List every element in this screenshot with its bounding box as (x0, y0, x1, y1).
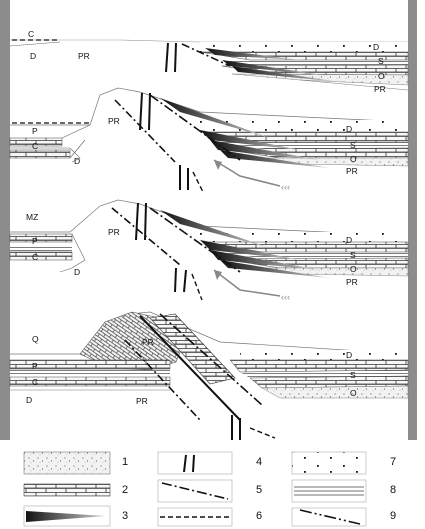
p4-label-pr-wedge: PR (142, 337, 154, 347)
p3-label-s: S (350, 250, 356, 260)
legend-number-1: 1 (122, 456, 129, 468)
legend-number-7: 7 (390, 456, 397, 468)
p4-label-d-right: D (346, 350, 353, 360)
p2-label-pr-right: PR (346, 166, 358, 176)
legend (23, 451, 367, 527)
p2-label-d-left: D (74, 156, 81, 166)
p1-label-pr: PR (78, 51, 90, 61)
p4-label-c: C (32, 377, 39, 387)
p2-label-pr: PR (108, 116, 120, 126)
legend-number-4: 4 (256, 456, 263, 468)
p2-label-s: S (350, 140, 356, 150)
p2-label-p: P (32, 126, 38, 136)
p1-label-c: C (28, 29, 35, 39)
svg-text:‹‹‹: ‹‹‹ (281, 182, 290, 192)
panel-3: ‹‹‹ (9, 199, 409, 302)
legend-symbol-7 (291, 451, 367, 475)
p3-label-p: P (32, 236, 38, 246)
right-border-bar (408, 0, 417, 440)
legend-symbol-2 (23, 483, 111, 497)
p1-label-pr-right: PR (374, 84, 386, 94)
p4-label-pr-bottom: PR (136, 396, 148, 406)
p3-label-d-right: D (346, 235, 353, 245)
legend-number-3: 3 (122, 510, 129, 522)
left-border-bar (0, 0, 10, 440)
svg-text:‹‹‹: ‹‹‹ (281, 292, 290, 302)
p4-label-s: S (350, 370, 356, 380)
p2-label-o: O (350, 154, 357, 164)
p1-label-o: O (378, 71, 385, 81)
legend-symbol-8 (294, 486, 364, 496)
p4-label-d-left: D (26, 395, 33, 405)
panel-1 (9, 39, 409, 91)
legend-number-8: 8 (390, 484, 397, 496)
p3-label-c: C (32, 252, 39, 262)
p1-label-d-left: D (30, 51, 37, 61)
legend-number-6: 6 (256, 510, 263, 522)
legend-symbol-9 (299, 509, 361, 525)
legend-number-9: 9 (390, 510, 397, 522)
legend-symbol-5 (161, 482, 229, 500)
p4-label-q: Q (32, 334, 39, 344)
panel-2: ‹‹‹ (9, 87, 409, 193)
p1-label-d-right: D (373, 42, 380, 52)
legend-number-2: 2 (122, 484, 129, 496)
p2-label-d-right: D (346, 124, 353, 134)
legend-symbol-4 (183, 454, 195, 473)
p3-label-mz: MZ (26, 212, 39, 222)
panel-4 (9, 311, 409, 440)
legend-number-5: 5 (256, 484, 263, 496)
legend-symbol-3 (26, 511, 106, 522)
p1-label-s: S (378, 56, 384, 66)
p3-label-d-left: D (74, 267, 81, 277)
p3-label-o: O (350, 264, 357, 274)
p4-label-o: O (350, 388, 357, 398)
p3-label-pr: PR (108, 227, 120, 237)
p2-label-c: C (32, 141, 39, 151)
p4-label-p: P (32, 361, 38, 371)
p3-label-pr-right: PR (346, 277, 358, 287)
legend-symbol-1 (23, 451, 111, 475)
